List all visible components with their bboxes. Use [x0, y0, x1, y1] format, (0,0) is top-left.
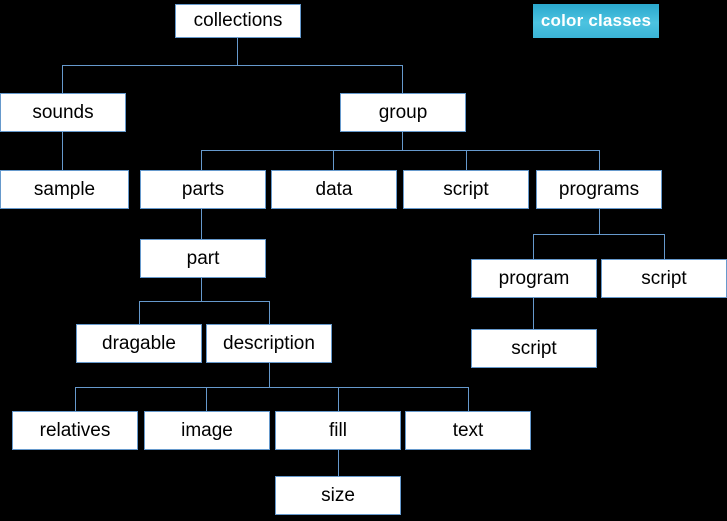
node-parts[interactable]: parts — [140, 170, 266, 209]
node-programs[interactable]: programs — [536, 170, 662, 209]
node-text[interactable]: text — [405, 411, 531, 450]
connector-bus-to-group — [402, 65, 403, 94]
connector-part-stem — [201, 278, 202, 302]
connector-bus-to-image — [206, 387, 207, 412]
node-group[interactable]: group — [340, 93, 466, 132]
node-script-group[interactable]: script — [403, 170, 529, 209]
node-description[interactable]: description — [206, 324, 332, 363]
connector-bus-to-data — [333, 150, 334, 171]
color-classes-badge: color classes — [533, 4, 659, 38]
node-fill[interactable]: fill — [275, 411, 401, 450]
node-image[interactable]: image — [144, 411, 270, 450]
node-data[interactable]: data — [271, 170, 397, 209]
connector-bus-to-dragable — [139, 301, 140, 325]
connector-bus-to-script-programs — [664, 234, 665, 260]
connector-bus-to-text — [468, 387, 469, 412]
connector-fill-to-size — [338, 450, 339, 477]
node-collections[interactable]: collections — [175, 4, 301, 38]
node-script-programs[interactable]: script — [601, 259, 727, 298]
connector-program-to-script — [533, 298, 534, 330]
connector-programs-stem — [599, 209, 600, 235]
connector-bus-to-parts — [201, 150, 202, 171]
connector-bus-to-description — [269, 301, 270, 325]
node-sounds[interactable]: sounds — [0, 93, 126, 132]
node-dragable[interactable]: dragable — [76, 324, 202, 363]
connector-bus-to-programs — [599, 150, 600, 171]
connector-bus-to-relatives — [75, 387, 76, 412]
connector-bus-to-sounds — [62, 65, 63, 94]
connector-sounds-to-sample — [62, 132, 63, 170]
connector-group-stem — [402, 132, 403, 151]
connector-bus-to-script-group — [466, 150, 467, 171]
connector-bus-to-fill — [338, 387, 339, 412]
node-part[interactable]: part — [140, 239, 266, 278]
connector-bus-to-program — [533, 234, 534, 260]
connector-part-bus — [139, 301, 270, 302]
node-script-program-child[interactable]: script — [471, 329, 597, 368]
connector-parts-to-part — [201, 209, 202, 240]
connector-collections-bus — [62, 65, 403, 66]
connector-collections-stem — [237, 38, 238, 66]
node-program[interactable]: program — [471, 259, 597, 298]
node-relatives[interactable]: relatives — [12, 411, 138, 450]
connector-description-bus — [75, 387, 469, 388]
node-sample[interactable]: sample — [0, 170, 129, 209]
connector-description-stem — [269, 363, 270, 388]
node-size[interactable]: size — [275, 476, 401, 515]
connector-group-bus — [201, 150, 600, 151]
